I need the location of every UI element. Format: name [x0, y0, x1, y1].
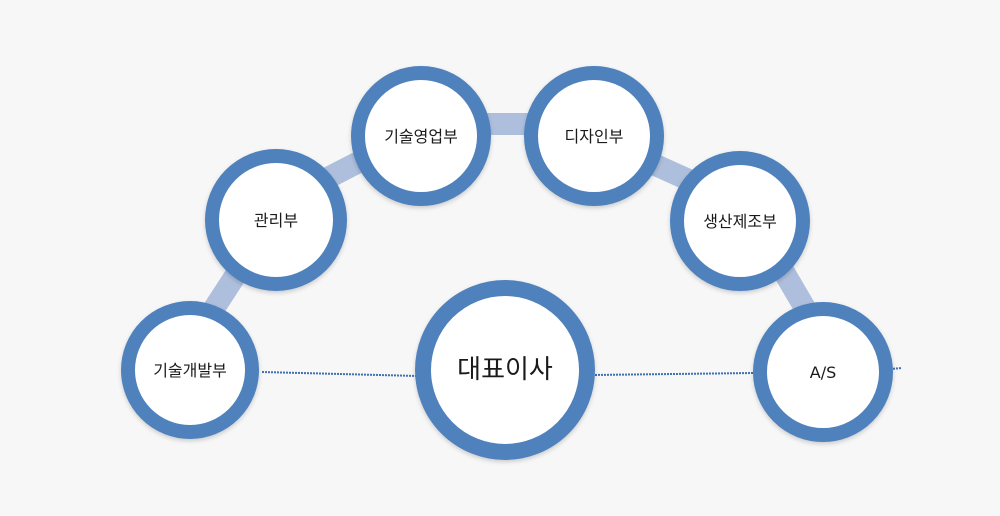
node-production-label: 생산제조부	[703, 212, 777, 231]
dotted-line-right	[591, 372, 755, 376]
node-tech-dev-label: 기술개발부	[153, 361, 227, 380]
node-production: 생산제조부	[670, 151, 810, 291]
dotted-line-left	[261, 371, 419, 377]
node-tech-dev: 기술개발부	[121, 301, 259, 439]
dotted-line-tail	[889, 367, 903, 370]
node-ceo-label: 대표이사	[457, 355, 553, 385]
node-as-label: A/S	[810, 363, 837, 382]
node-design: 디자인부	[524, 66, 664, 206]
node-tech-sales-label: 기술영업부	[384, 127, 458, 146]
node-tech-sales: 기술영업부	[351, 66, 491, 206]
node-as: A/S	[753, 302, 893, 442]
node-admin: 관리부	[205, 149, 347, 291]
node-admin-label: 관리부	[254, 211, 298, 230]
node-ceo: 대표이사	[415, 280, 595, 460]
node-design-label: 디자인부	[565, 127, 624, 146]
